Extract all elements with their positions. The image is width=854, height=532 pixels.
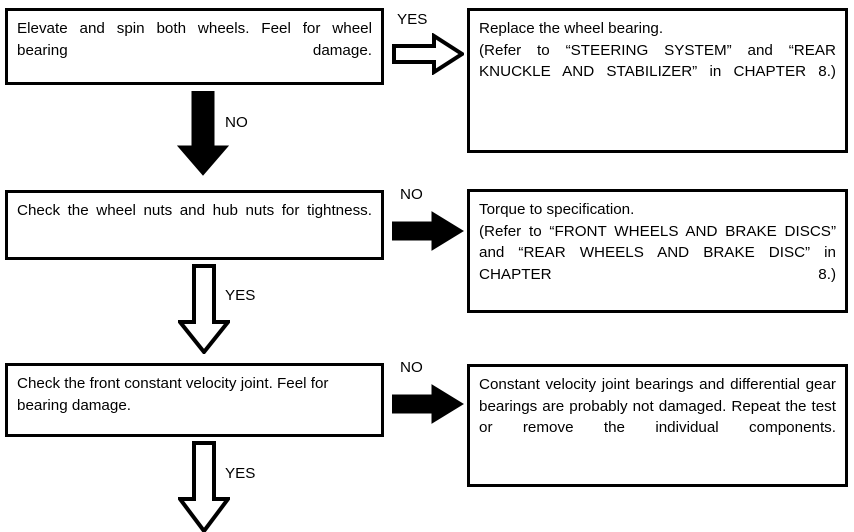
arrow-down-solid-branch1-no [177, 91, 229, 176]
result-box-step2-text: Torque to specification. (Refer to “FRON… [479, 201, 836, 283]
connector-label-branch3-yes: YES [225, 465, 256, 482]
process-box-step1-text: Elevate and spin both wheels. Feel for w… [17, 20, 372, 59]
connector-label-branch2-no: NO [400, 186, 423, 203]
connector-label-branch2-yes: YES [225, 287, 256, 304]
result-box-step1[interactable]: Replace the wheel bearing. (Refer to “ST… [467, 8, 848, 153]
process-box-step2[interactable]: Check the wheel nuts and hub nuts for ti… [5, 190, 384, 260]
arrow-right-hollow-branch1-yes [392, 33, 464, 75]
result-box-step3[interactable]: Constant velocity joint bearings and dif… [467, 364, 848, 487]
process-box-step3[interactable]: Check the front constant velocity joint.… [5, 363, 384, 437]
process-box-step1[interactable]: Elevate and spin both wheels. Feel for w… [5, 8, 384, 85]
arrow-down-hollow-branch2-yes [178, 264, 230, 354]
process-box-step3-text: Check the front constant velocity joint.… [17, 375, 329, 414]
process-box-step2-text: Check the wheel nuts and hub nuts for ti… [17, 202, 372, 219]
result-box-step3-text: Constant velocity joint bearings and dif… [479, 376, 836, 436]
connector-label-branch1-no: NO [225, 114, 248, 131]
result-box-step2[interactable]: Torque to specification. (Refer to “FRON… [467, 189, 848, 313]
result-box-step1-text: Replace the wheel bearing. (Refer to “ST… [479, 20, 836, 80]
connector-label-branch3-no: NO [400, 359, 423, 376]
connector-label-branch1-yes: YES [397, 11, 428, 28]
arrow-right-solid-branch3-no [392, 384, 464, 424]
arrow-right-solid-branch2-no [392, 211, 464, 251]
arrow-down-hollow-branch3-yes [178, 441, 230, 532]
